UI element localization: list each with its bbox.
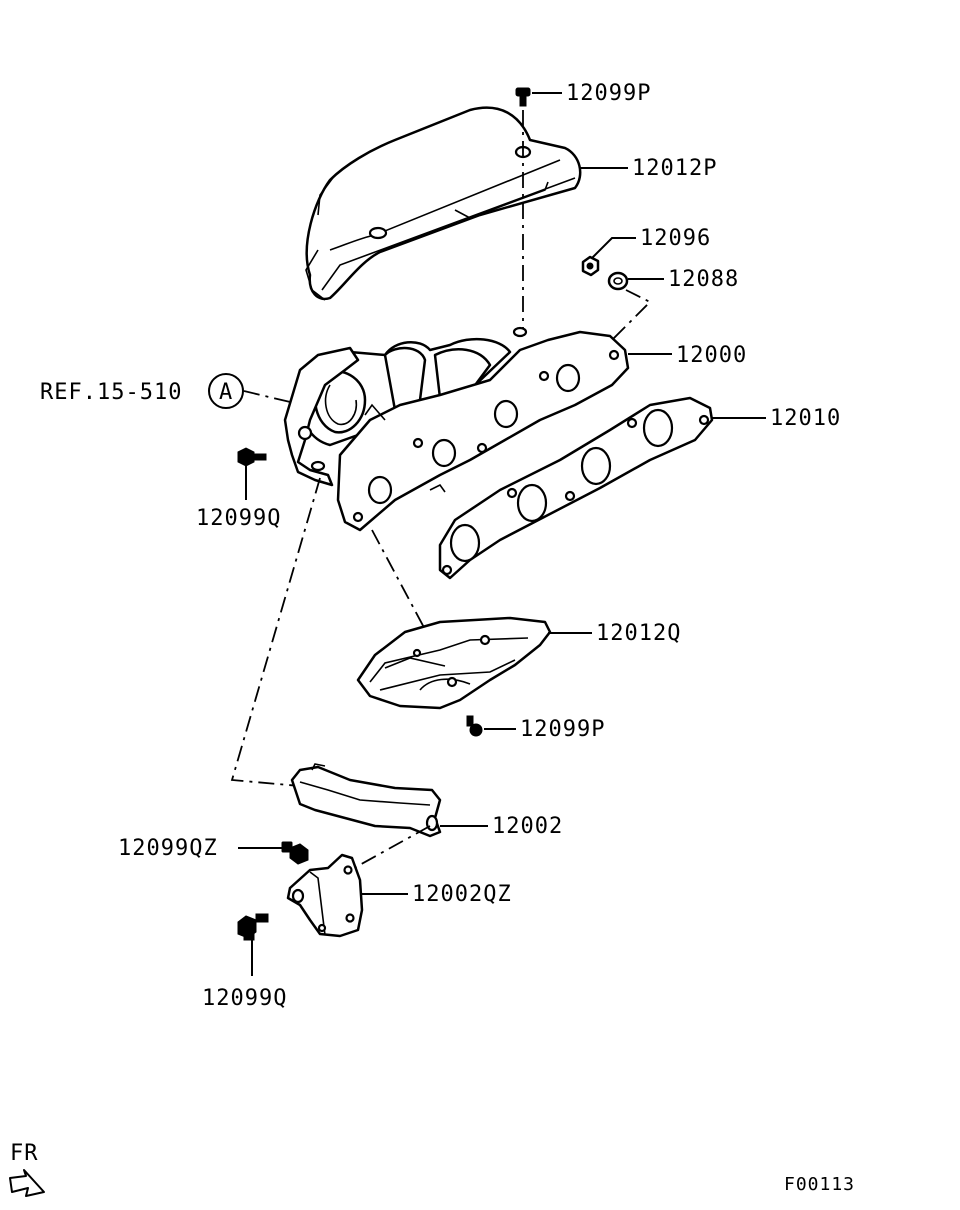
figure-code: F00113 <box>784 1174 855 1195</box>
label-12012p: 12012P <box>632 156 717 181</box>
heat-protector-lower[interactable] <box>356 616 552 710</box>
label-12096: 12096 <box>640 226 711 251</box>
direction-label: FR <box>10 1141 39 1166</box>
bolt-12099p-top-icon[interactable] <box>515 87 531 107</box>
manifold-gasket[interactable] <box>438 396 714 580</box>
label-12099q-bottom: 12099Q <box>202 986 287 1011</box>
bolt-12099q-bottom-icon[interactable] <box>237 913 269 941</box>
washer-12088-icon[interactable] <box>607 271 629 291</box>
bolt-12099qz-icon[interactable] <box>281 841 309 865</box>
reference-circle-icon[interactable]: A <box>208 373 244 409</box>
label-12002qz: 12002QZ <box>412 882 512 907</box>
bolt-12099p-lower-icon[interactable] <box>466 715 483 737</box>
heat-protector-upper[interactable] <box>305 106 582 301</box>
label-12099p-top: 12099P <box>566 81 651 106</box>
label-12099qz: 12099QZ <box>118 836 218 861</box>
exhaust-manifold[interactable] <box>283 326 630 532</box>
label-12002: 12002 <box>492 814 563 839</box>
front-direction-arrow-icon <box>9 1169 45 1197</box>
bracket-12002[interactable] <box>290 763 442 838</box>
nut-12096-icon[interactable] <box>581 255 600 277</box>
reference-circle-letter: A <box>219 380 233 405</box>
bracket-support-12002qz[interactable] <box>286 853 364 938</box>
label-12099p-lower: 12099P <box>520 717 605 742</box>
label-12012q: 12012Q <box>596 621 681 646</box>
label-12099q-left: 12099Q <box>196 506 281 531</box>
label-12000: 12000 <box>676 343 747 368</box>
bolt-12099q-left-icon[interactable] <box>237 447 267 467</box>
label-12088: 12088 <box>668 267 739 292</box>
label-12010: 12010 <box>770 406 841 431</box>
reference-label: REF.15-510 <box>40 380 182 405</box>
